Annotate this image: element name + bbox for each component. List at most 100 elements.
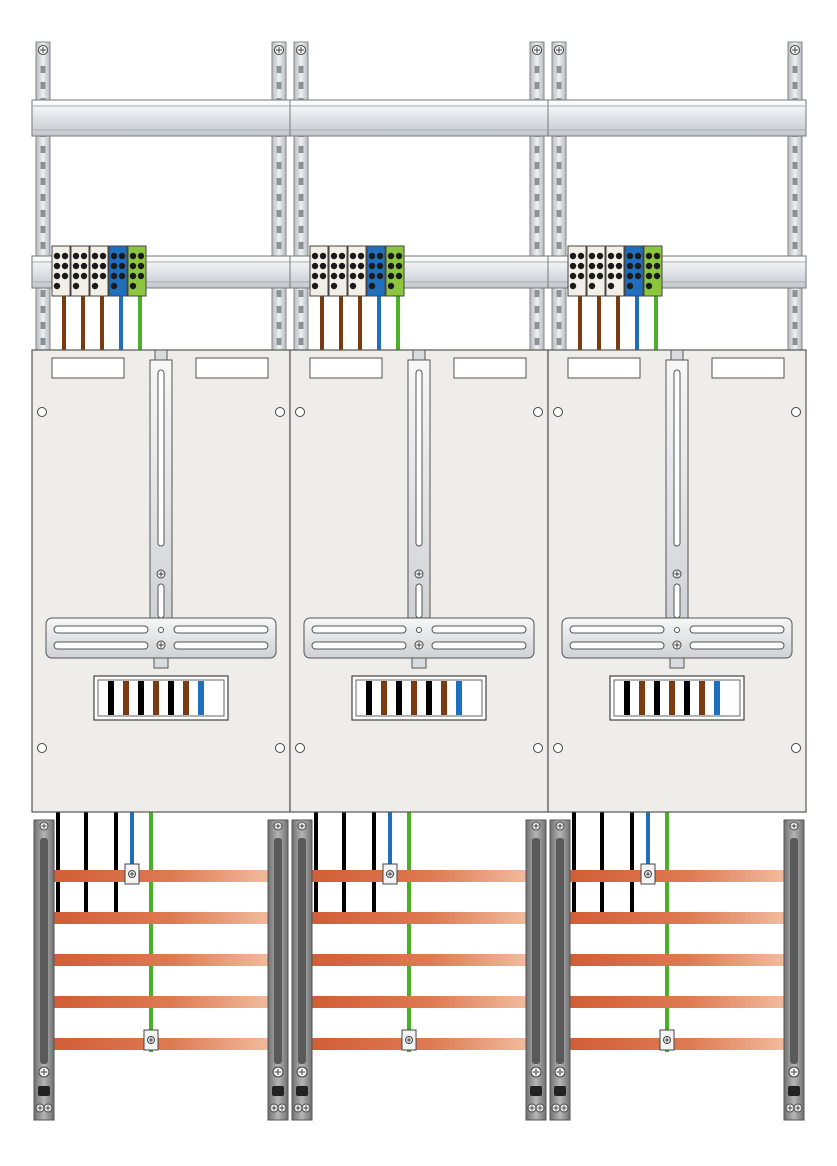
screw-icon [793, 1103, 803, 1113]
post-slot [534, 226, 540, 233]
terminal-clamp [118, 262, 126, 270]
lower-wire [665, 812, 669, 1052]
post-slot [556, 162, 562, 169]
post-clamp [38, 1086, 50, 1096]
post-slot [556, 242, 562, 249]
copper-busbar [38, 996, 282, 1008]
screw-icon [527, 1103, 537, 1113]
wire-clamp [382, 863, 398, 885]
strip-conductor [411, 681, 417, 715]
din-rail [31, 99, 291, 137]
post-slot [298, 178, 304, 185]
post-slot [556, 322, 562, 329]
terminal-clamp [569, 272, 577, 280]
upper-wire [320, 295, 324, 351]
lower-wire [646, 812, 650, 864]
lower-wire [342, 812, 346, 912]
screw-icon [386, 870, 394, 878]
post-slot [792, 242, 798, 249]
label-window [453, 357, 527, 379]
post-slot [40, 194, 46, 201]
post-slot [556, 178, 562, 185]
busbar-background [548, 812, 806, 1122]
post-slot [276, 178, 282, 185]
terminal-clamp [91, 272, 99, 280]
terminal-block [309, 245, 329, 297]
t-bracket [303, 349, 535, 669]
strip-inner [613, 679, 741, 717]
terminal-body [127, 245, 147, 297]
terminal-clamp [129, 262, 137, 270]
terminal-strip [351, 675, 487, 721]
copper-busbar [296, 954, 540, 966]
terminal-clamp [311, 272, 319, 280]
lower-wire [130, 812, 134, 864]
terminal-clamp [645, 282, 653, 290]
terminal-clamp [645, 272, 653, 280]
terminal-block [328, 245, 348, 297]
bracket-slot [157, 369, 165, 547]
bracket-crossbar [303, 617, 535, 659]
terminal-clamp [588, 282, 596, 290]
post-slot [276, 66, 282, 73]
strip-conductor [138, 681, 144, 715]
screw-icon [554, 45, 564, 55]
upper-wire [377, 295, 381, 351]
post-slot [276, 322, 282, 329]
terminal-clamp [645, 252, 653, 260]
terminal-block [89, 245, 109, 297]
screw-icon [277, 1103, 287, 1113]
terminal-clamp [387, 252, 395, 260]
terminal-clamp [311, 282, 319, 290]
post-slot [276, 290, 282, 297]
screw-icon [43, 1103, 53, 1113]
post-slot [792, 178, 798, 185]
post-slot [40, 306, 46, 313]
post-slot [534, 242, 540, 249]
bracket-crossbar [45, 617, 277, 659]
terminal-clamp [357, 252, 365, 260]
post-clamp [788, 1086, 800, 1096]
din-rail [547, 99, 807, 137]
wire-clamp [143, 1029, 159, 1051]
terminal-clamp [137, 272, 145, 280]
terminal-body [70, 245, 90, 297]
post-slot [276, 162, 282, 169]
meter-field-1 [31, 41, 291, 1122]
terminal-clamp [376, 272, 384, 280]
terminal-clamp [588, 272, 596, 280]
t-bracket [45, 349, 277, 669]
post-slot [298, 242, 304, 249]
screw-icon [554, 1066, 566, 1078]
lower-post [291, 819, 313, 1121]
post-slot [40, 242, 46, 249]
terminal-clamp [99, 252, 107, 260]
lower-post-slot [298, 838, 306, 1064]
mounting-hole-icon [553, 743, 563, 753]
lower-post [783, 819, 805, 1121]
wire-clamp [124, 863, 140, 885]
bracket-foot [411, 657, 427, 669]
terminal-clamp [99, 262, 107, 270]
terminal-clamp [338, 272, 346, 280]
bracket-slot [673, 583, 681, 619]
post-slot [276, 146, 282, 153]
meter-panel [547, 349, 807, 813]
mounting-post [293, 41, 309, 351]
terminal-clamp [129, 252, 137, 260]
strip-conductor [669, 681, 675, 715]
terminal-clamp [338, 262, 346, 270]
mounting-hole-icon [295, 743, 305, 753]
terminal-clamp [72, 252, 80, 260]
bracket-slot [431, 641, 527, 650]
terminal-block [127, 245, 147, 297]
busbar-background [290, 812, 548, 1122]
screw-icon [272, 1066, 284, 1078]
mounting-hole-icon [791, 407, 801, 417]
post-slot [792, 210, 798, 217]
screw-icon [414, 640, 424, 650]
terminal-clamp [129, 272, 137, 280]
terminal-clamp [357, 262, 365, 270]
terminal-clamp [349, 282, 357, 290]
